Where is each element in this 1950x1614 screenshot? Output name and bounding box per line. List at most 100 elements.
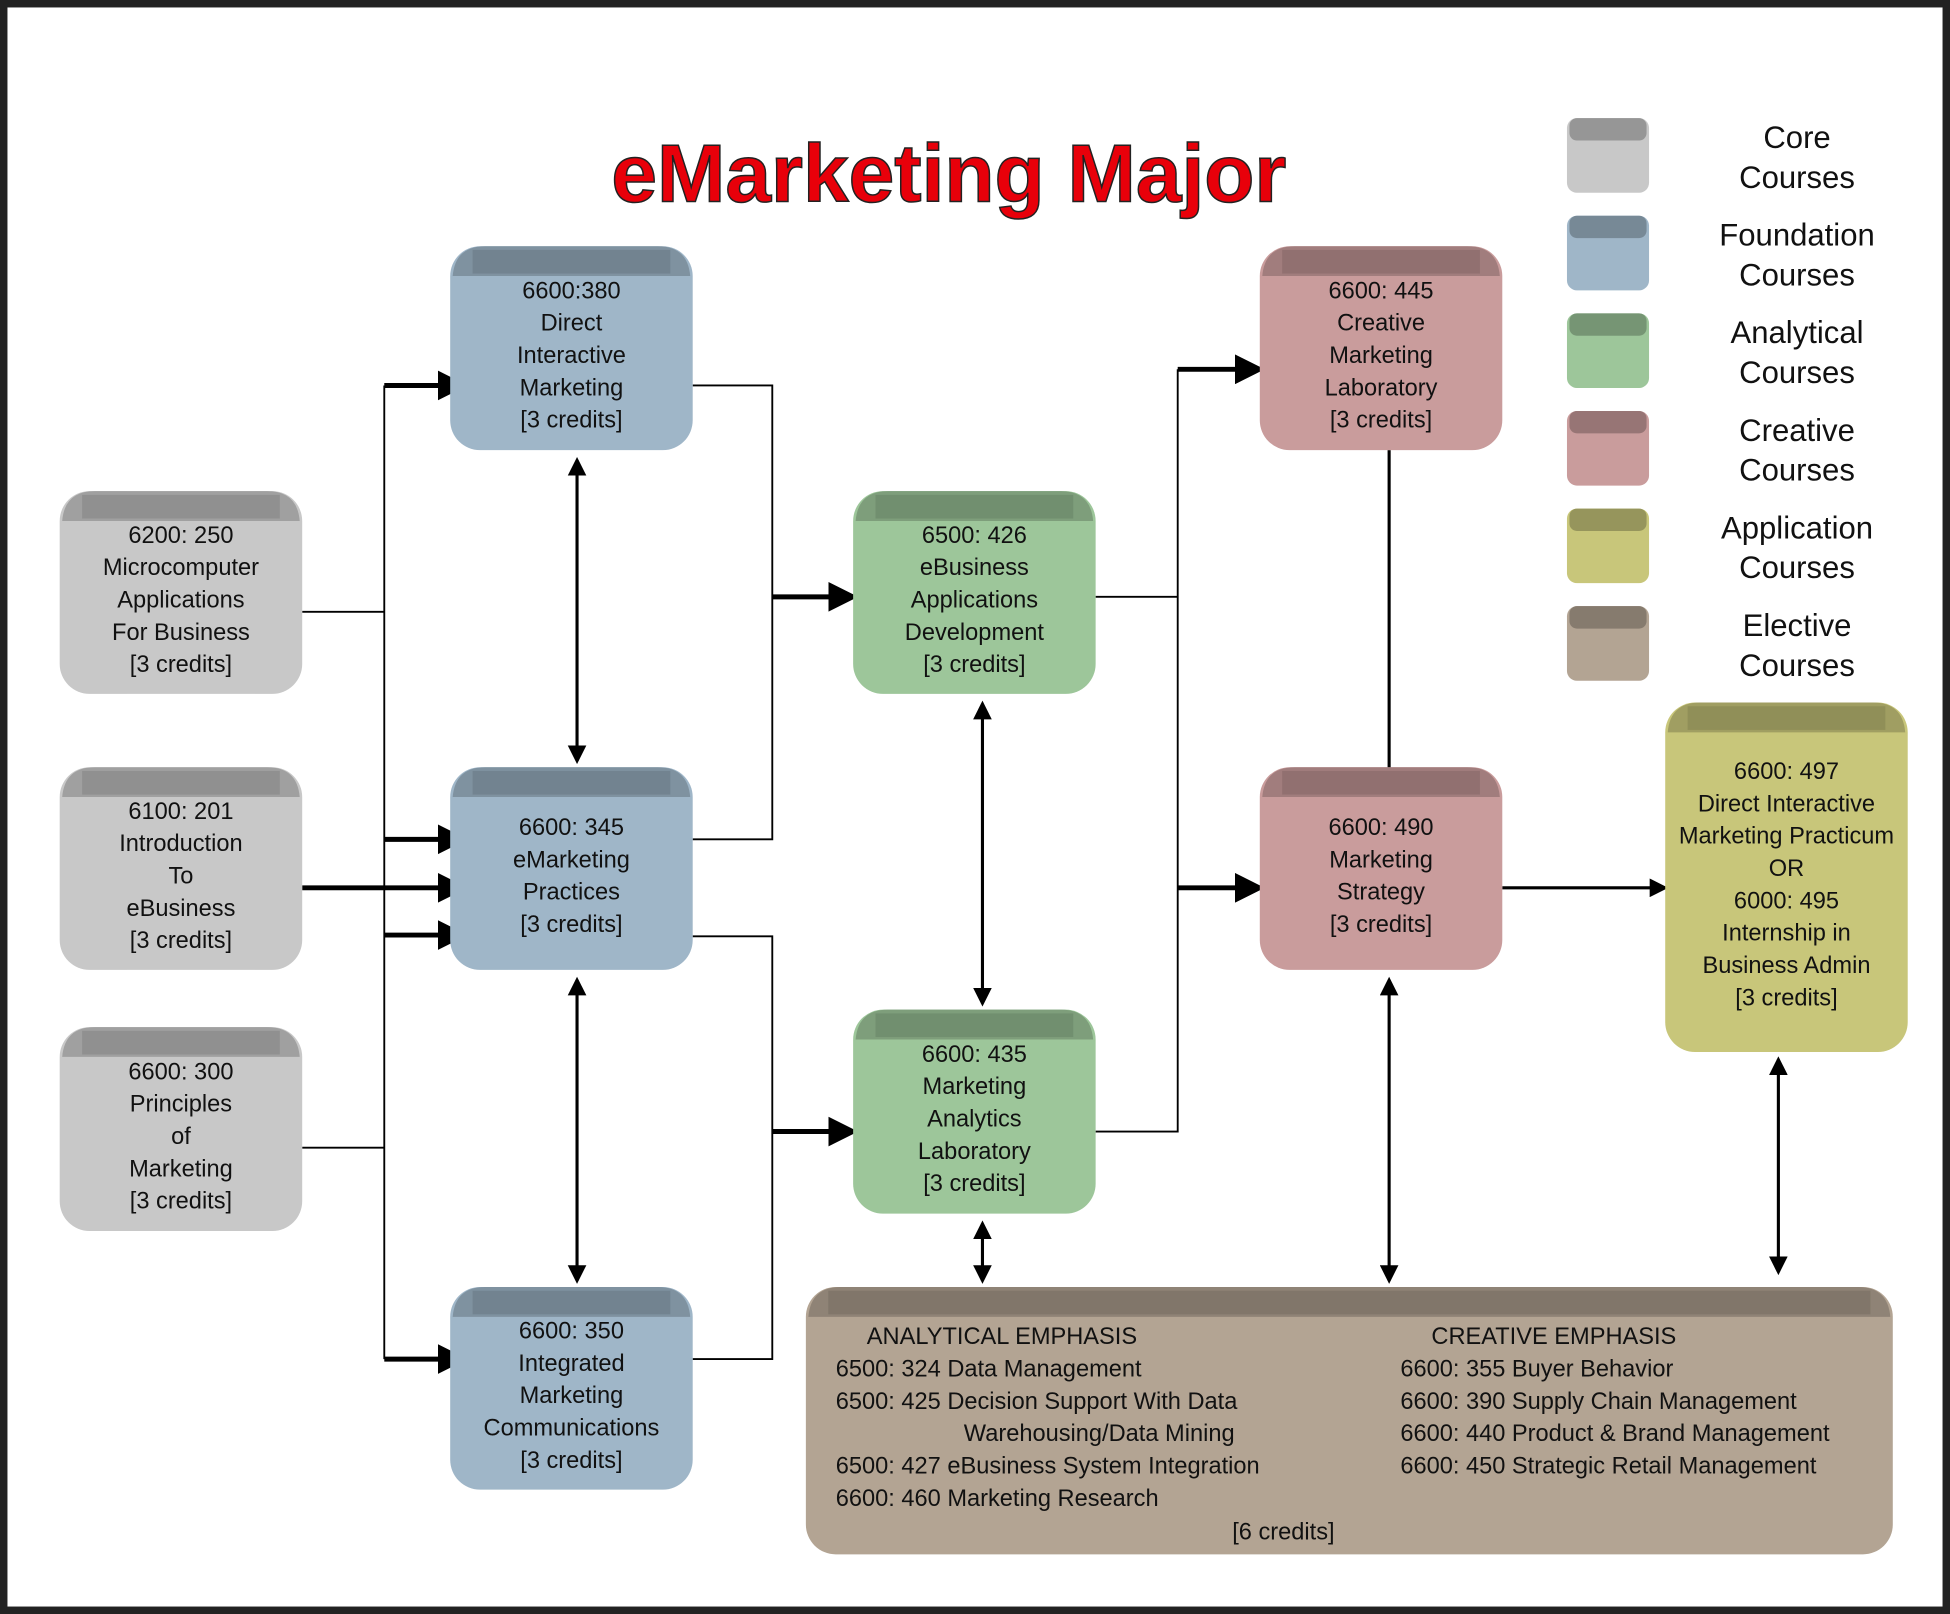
course-text-line: [3 credits] — [520, 912, 622, 938]
course-text-line: Applications — [911, 587, 1038, 613]
legend-label: Foundation — [1719, 218, 1875, 253]
course-text-line: Microcomputer — [103, 555, 259, 581]
box-body — [1259, 767, 1503, 970]
course-text-line: of — [171, 1124, 191, 1150]
legend-swatch-top — [1569, 118, 1647, 141]
course-text-line: Marketing — [520, 1383, 624, 1409]
course-text-line: To — [168, 863, 193, 889]
box-body — [1259, 246, 1503, 451]
course-box-6600-435[interactable]: 6600: 435MarketingAnalyticsLaboratory[3 … — [853, 1009, 1096, 1214]
legend-label: Application — [1721, 510, 1873, 545]
course-text-line: [3 credits] — [923, 1171, 1025, 1197]
course-text-line: Introduction — [119, 831, 242, 857]
diagram-title: eMarketing Major — [611, 128, 1286, 219]
course-text-line: Development — [905, 620, 1045, 646]
box-body — [853, 491, 1096, 694]
box-body — [1665, 702, 1908, 1052]
course-box-6500-426[interactable]: 6500: 426eBusinessApplicationsDevelopmen… — [853, 491, 1096, 694]
box-top-face — [875, 1013, 1074, 1038]
course-text-line: 6600: 350 — [519, 1319, 624, 1345]
course-text-line: 6600:380 — [522, 278, 620, 304]
course-text-line: Direct — [541, 311, 603, 337]
legend-label: Courses — [1739, 355, 1855, 390]
legend-swatch-top — [1569, 215, 1647, 239]
course-text-line: Communications — [484, 1416, 660, 1442]
box-top-face — [82, 1030, 280, 1055]
box-top-face — [82, 494, 280, 519]
connector-line — [1095, 369, 1179, 1133]
box-body — [853, 1009, 1096, 1214]
course-text-line: 6200: 250 — [128, 523, 233, 549]
legend: CoreCoursesFoundationCoursesAnalyticalCo… — [1566, 118, 1875, 683]
elective-text: 6600: 460 Marketing Research — [836, 1486, 1159, 1512]
box-body — [59, 1027, 303, 1232]
course-text-line: [3 credits] — [130, 652, 232, 678]
course-text-line: Interactive — [517, 343, 626, 369]
box-top-face — [472, 249, 671, 274]
course-text-line: Marketing — [1329, 847, 1433, 873]
course-text-line: Analytics — [927, 1107, 1021, 1133]
legend-label: Courses — [1739, 257, 1855, 292]
course-text-line: [3 credits] — [520, 1448, 622, 1474]
course-text-line: Direct Interactive — [1698, 791, 1875, 817]
legend-label: Courses — [1739, 453, 1855, 488]
elective-text: ANALYTICAL EMPHASIS — [867, 1324, 1137, 1350]
box-top-face — [828, 1290, 1871, 1315]
course-text-line: 6600: 345 — [519, 815, 624, 841]
box-top-face — [1687, 706, 1886, 730]
course-text-line: [3 credits] — [1735, 985, 1837, 1011]
legend-label: Elective — [1743, 608, 1852, 643]
elective-text: 6600: 390 Supply Chain Management — [1400, 1389, 1797, 1415]
course-text-line: Marketing — [1329, 343, 1433, 369]
elective-text: 6500: 425 Decision Support With Data — [836, 1389, 1238, 1415]
course-text-line: eBusiness — [920, 555, 1029, 581]
course-text-line: Marketing — [129, 1156, 233, 1182]
course-text-line: 6600: 435 — [922, 1042, 1027, 1068]
elective-text: 6500: 324 Data Management — [836, 1357, 1142, 1383]
course-text-line: [3 credits] — [1330, 912, 1432, 938]
course-text-line: [3 credits] — [130, 1189, 232, 1215]
course-text-line: eBusiness — [126, 896, 235, 922]
legend-label: Creative — [1739, 413, 1855, 448]
connector-line — [692, 384, 774, 841]
box-top-face — [1282, 770, 1480, 795]
course-text-line: eMarketing — [513, 847, 630, 873]
legend-label: Courses — [1739, 160, 1855, 195]
connector-line — [692, 935, 774, 1361]
legend-label: Analytical — [1731, 315, 1864, 350]
box-top-face — [875, 494, 1074, 519]
course-text-line: Marketing Practicum — [1679, 824, 1894, 850]
box-top-face — [472, 770, 671, 795]
course-box-6600-350[interactable]: 6600: 350IntegratedMarketingCommunicatio… — [450, 1286, 693, 1490]
elective-courses-box: ANALYTICAL EMPHASIS 6500: 324 Data Manage… — [805, 1286, 1893, 1555]
course-text-line: Practices — [523, 880, 620, 906]
box-top-face — [82, 770, 280, 795]
box-body — [805, 1286, 1893, 1555]
course-text-line: Creative — [1337, 311, 1425, 337]
elective-text: 6600: 440 Product & Brand Management — [1400, 1421, 1830, 1447]
box-body — [450, 767, 693, 970]
legend-swatch-top — [1569, 313, 1647, 336]
course-text-line: For Business — [112, 620, 250, 646]
elective-text: 6600: 450 Strategic Retail Management — [1400, 1453, 1817, 1479]
elective-text: Warehousing/Data Mining — [964, 1421, 1235, 1447]
course-text-line: 6000: 495 — [1734, 888, 1839, 914]
course-text-line: Business Admin — [1702, 953, 1870, 979]
legend-swatch-top — [1569, 410, 1647, 434]
course-text-line: Principles — [130, 1092, 232, 1118]
box-body — [450, 1286, 693, 1490]
